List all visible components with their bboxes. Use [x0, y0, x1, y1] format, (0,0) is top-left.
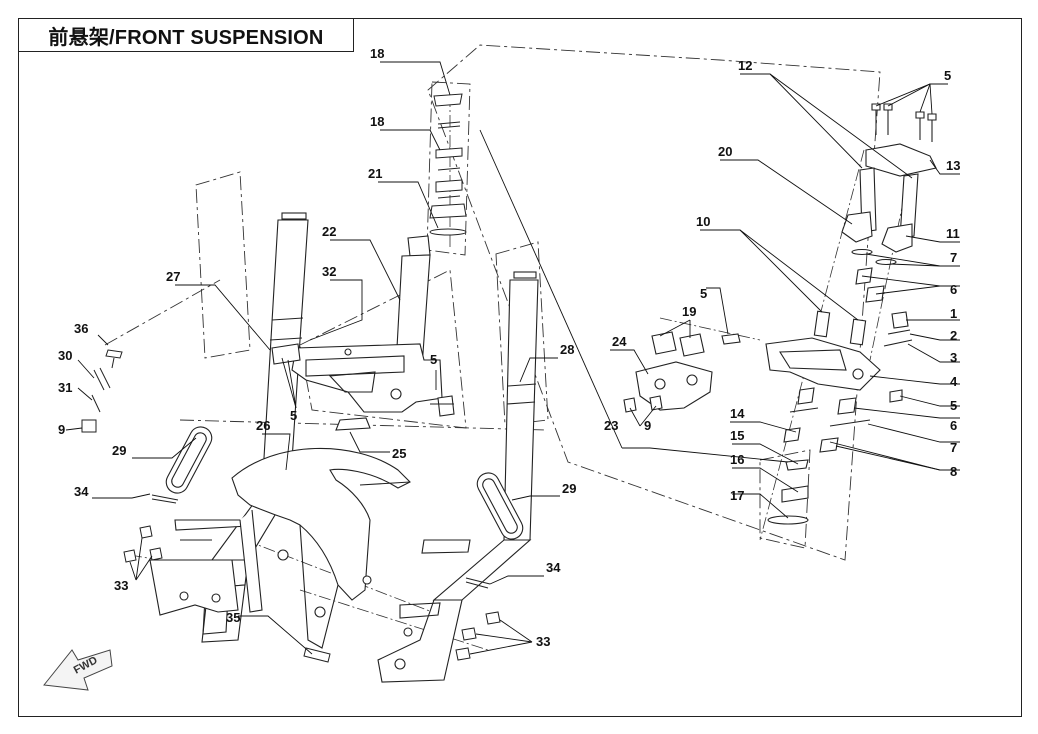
- callout-32: 32: [322, 264, 336, 279]
- callout-17: 17: [730, 488, 744, 503]
- callout-16: 16: [730, 452, 744, 467]
- callout-31: 31: [58, 380, 72, 395]
- callout-33b: 33: [536, 634, 550, 649]
- callout-18b: 18: [370, 114, 384, 129]
- callout-11: 11: [946, 226, 960, 241]
- drawing-frame: [18, 18, 1022, 717]
- callout-30: 30: [58, 348, 72, 363]
- callout-26: 26: [256, 418, 270, 433]
- callout-24: 24: [612, 334, 627, 349]
- steering-stem-lower: [271, 235, 455, 431]
- leader-lines: [65, 61, 960, 655]
- callout-34b: 34: [546, 560, 561, 575]
- callout-7b: 7: [950, 440, 957, 455]
- callout-22: 22: [322, 224, 336, 239]
- callout-2: 2: [950, 328, 957, 343]
- callout-labels: 18 18 21 22 32 27 36 30 31 9 29 5 5 25 2…: [58, 46, 960, 649]
- callout-8: 8: [950, 464, 957, 479]
- callout-15: 15: [730, 428, 744, 443]
- stem-top-stack: [429, 93, 467, 236]
- callout-28: 28: [560, 342, 574, 357]
- callout-29b: 29: [562, 481, 576, 496]
- diagram-title: 前悬架/FRONT SUSPENSION: [48, 26, 324, 49]
- handlebar-clamp: [623, 331, 713, 413]
- callout-35: 35: [226, 610, 240, 625]
- callout-18a: 18: [370, 46, 384, 61]
- right-fork-leg: [377, 271, 539, 683]
- title-box: 前悬架/FRONT SUSPENSION: [18, 18, 354, 52]
- lower-triple-clamp: [721, 311, 913, 525]
- bolts-lower: [123, 494, 501, 663]
- callout-23: 23: [604, 418, 618, 433]
- callout-7a: 7: [950, 250, 957, 265]
- callout-6b: 6: [950, 418, 957, 433]
- callout-20: 20: [718, 144, 732, 159]
- mudguard: [231, 447, 411, 649]
- left-small-parts: [81, 349, 123, 433]
- callout-12: 12: [738, 58, 752, 73]
- fwd-arrow: [43, 649, 113, 691]
- callout-5c: 5: [944, 68, 951, 83]
- reflectors: [165, 426, 524, 540]
- callout-5e: 5: [950, 398, 957, 413]
- callout-36: 36: [74, 321, 88, 336]
- callout-27: 27: [166, 269, 180, 284]
- callout-10: 10: [696, 214, 710, 229]
- upper-triple-clamp: [813, 103, 937, 346]
- callout-3: 3: [950, 350, 957, 365]
- callout-5a: 5: [290, 408, 297, 423]
- callout-5d: 5: [700, 286, 707, 301]
- callout-34a: 34: [74, 484, 89, 499]
- callout-13: 13: [946, 158, 960, 173]
- callout-19: 19: [682, 304, 696, 319]
- callout-4: 4: [950, 374, 958, 389]
- callout-21: 21: [368, 166, 382, 181]
- callout-1: 1: [950, 306, 957, 321]
- callout-14: 14: [730, 406, 745, 421]
- callout-29a: 29: [112, 443, 126, 458]
- callout-9a: 9: [58, 422, 65, 437]
- callout-33a: 33: [114, 578, 128, 593]
- callout-5b: 5: [430, 352, 437, 367]
- callout-9b: 9: [644, 418, 651, 433]
- callout-25: 25: [392, 446, 406, 461]
- callout-6a: 6: [950, 282, 957, 297]
